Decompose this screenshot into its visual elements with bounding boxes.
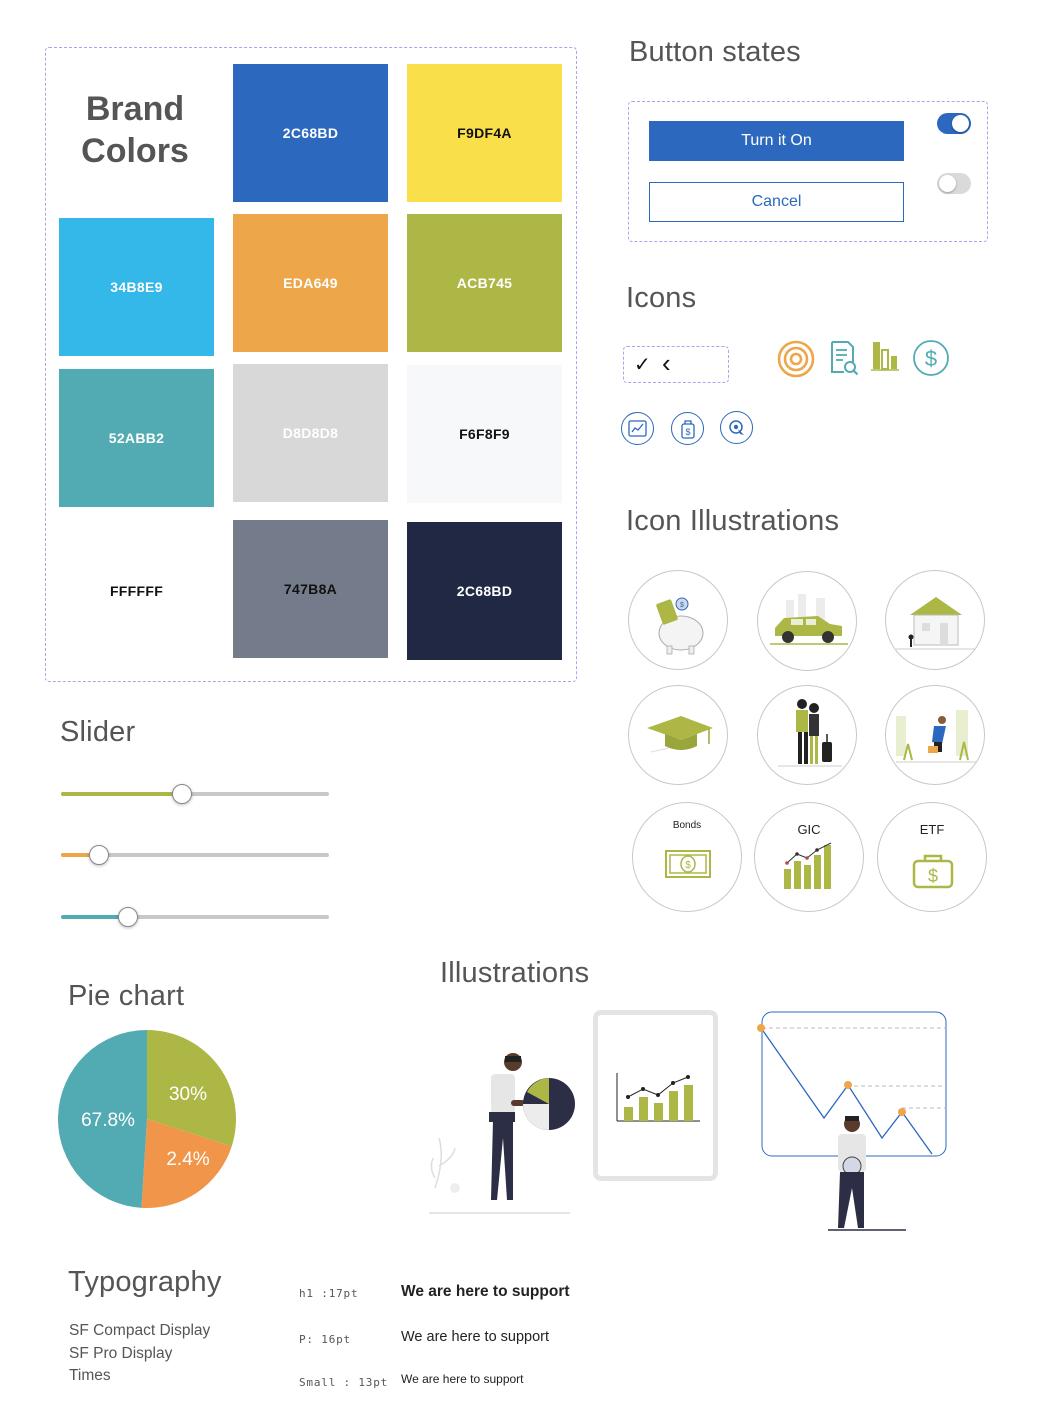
search-cursor-icon[interactable] [720,411,753,444]
toggle-off[interactable] [937,173,971,194]
font-name: Times [69,1367,111,1384]
sample-small: We are here to support [401,1372,524,1386]
money-bag-icon[interactable]: $ [671,412,704,445]
brand-colors-title: Brand Colors [81,90,189,170]
slider-title: Slider [60,716,136,748]
slider-track[interactable] [61,853,329,857]
typography-title: Typography [68,1266,222,1298]
font-list: SF Compact Display SF Pro Display Times [69,1320,210,1388]
button-states-panel [628,101,988,242]
pie-slice [147,1030,236,1147]
turn-it-on-button[interactable]: Turn it On [649,121,904,161]
bonds-illustration: Bonds $ [632,802,742,912]
check-icon[interactable]: ✓ [634,354,651,376]
color-swatch: 34B8E9 [59,218,214,356]
slider-fill [61,792,182,796]
graduation-cap-illustration [628,685,728,785]
growth-chart-icon [784,842,832,889]
slider-thumb[interactable] [118,907,138,927]
cancel-button[interactable]: Cancel [649,182,904,222]
cash-icon: $ [665,850,711,878]
slider-track[interactable] [61,792,329,796]
pie-slice [141,1119,232,1208]
svg-text:$: $ [925,346,937,371]
toggle-knob [952,115,969,132]
color-swatch: 2C68BD [407,522,562,660]
slider-fill [61,853,99,857]
toggle-on[interactable] [937,113,971,134]
sample-h1: We are here to support [401,1283,570,1300]
pie-chart-title: Pie chart [68,980,185,1012]
button-states-title: Button states [629,36,801,68]
toggle-knob [939,175,956,192]
spec-h1: h1 :17pt [299,1287,359,1300]
document-search-icon[interactable] [829,340,859,376]
sample-p: We are here to support [401,1329,550,1345]
travel-couple-illustration [757,685,857,785]
etf-illustration: ETF $ [877,802,987,912]
illustrations-title: Illustrations [440,957,590,989]
icon-illustrations-title: Icon Illustrations [626,505,840,537]
line-chart-icon[interactable] [621,412,654,445]
color-swatch: 2C68BD [233,64,388,202]
gic-label: GIC [797,822,821,837]
piggy-bank-illustration: $ [628,570,728,670]
icons-title: Icons [626,282,697,314]
slider-track[interactable] [61,915,329,919]
color-swatch: F9DF4A [407,64,562,202]
bar-chart-icon[interactable] [870,340,900,372]
pie-chart: 30% 2.4% 67.8% [58,1030,236,1208]
chevron-left-icon[interactable]: ‹ [662,348,671,378]
spec-small: Small : 13pt [299,1376,389,1389]
color-swatch: D8D8D8 [233,364,388,502]
pie-slice [58,1030,147,1208]
tablet-chart-illustration [593,1010,718,1181]
spec-p: P: 16pt [299,1333,351,1346]
pie-slice-label: 30% [169,1084,207,1105]
svg-text:$: $ [680,602,684,609]
slider-fill [61,915,128,919]
font-name: SF Pro Display [69,1344,173,1362]
color-swatch: ACB745 [407,214,562,352]
svg-text:$: $ [685,860,691,871]
color-swatch: FFFFFF [59,522,214,660]
target-icon[interactable] [777,340,815,378]
svg-text:$: $ [685,427,690,437]
brand-colors-panel [45,47,577,682]
bonds-label: Bonds [672,820,702,831]
color-swatch: F6F8F9 [407,365,562,503]
pie-slice-label: 2.4% [166,1149,209,1170]
car-illustration [757,571,857,671]
house-illustration [885,570,985,670]
color-swatch: 747B8A [233,520,388,658]
etf-label: ETF [919,822,945,837]
slider-thumb[interactable] [171,784,192,804]
briefcase-dollar-icon: $ [912,854,954,889]
svg-text:$: $ [928,866,938,886]
person-with-line-chart-illustration [757,1011,947,1231]
color-swatch: 52ABB2 [59,369,214,507]
dollar-circle-icon[interactable]: $ [912,339,950,377]
gic-illustration: GIC [754,802,864,912]
color-swatch: EDA649 [233,214,388,352]
gardening-illustration [885,685,985,785]
person-with-pie-illustration [429,1053,575,1214]
pie-slice-label: 67.8% [81,1110,135,1131]
font-name: SF Compact Display [69,1322,211,1339]
tablet-bar-chart [616,1073,700,1122]
slider-thumb[interactable] [88,845,109,865]
check-chevron-box [623,346,729,383]
